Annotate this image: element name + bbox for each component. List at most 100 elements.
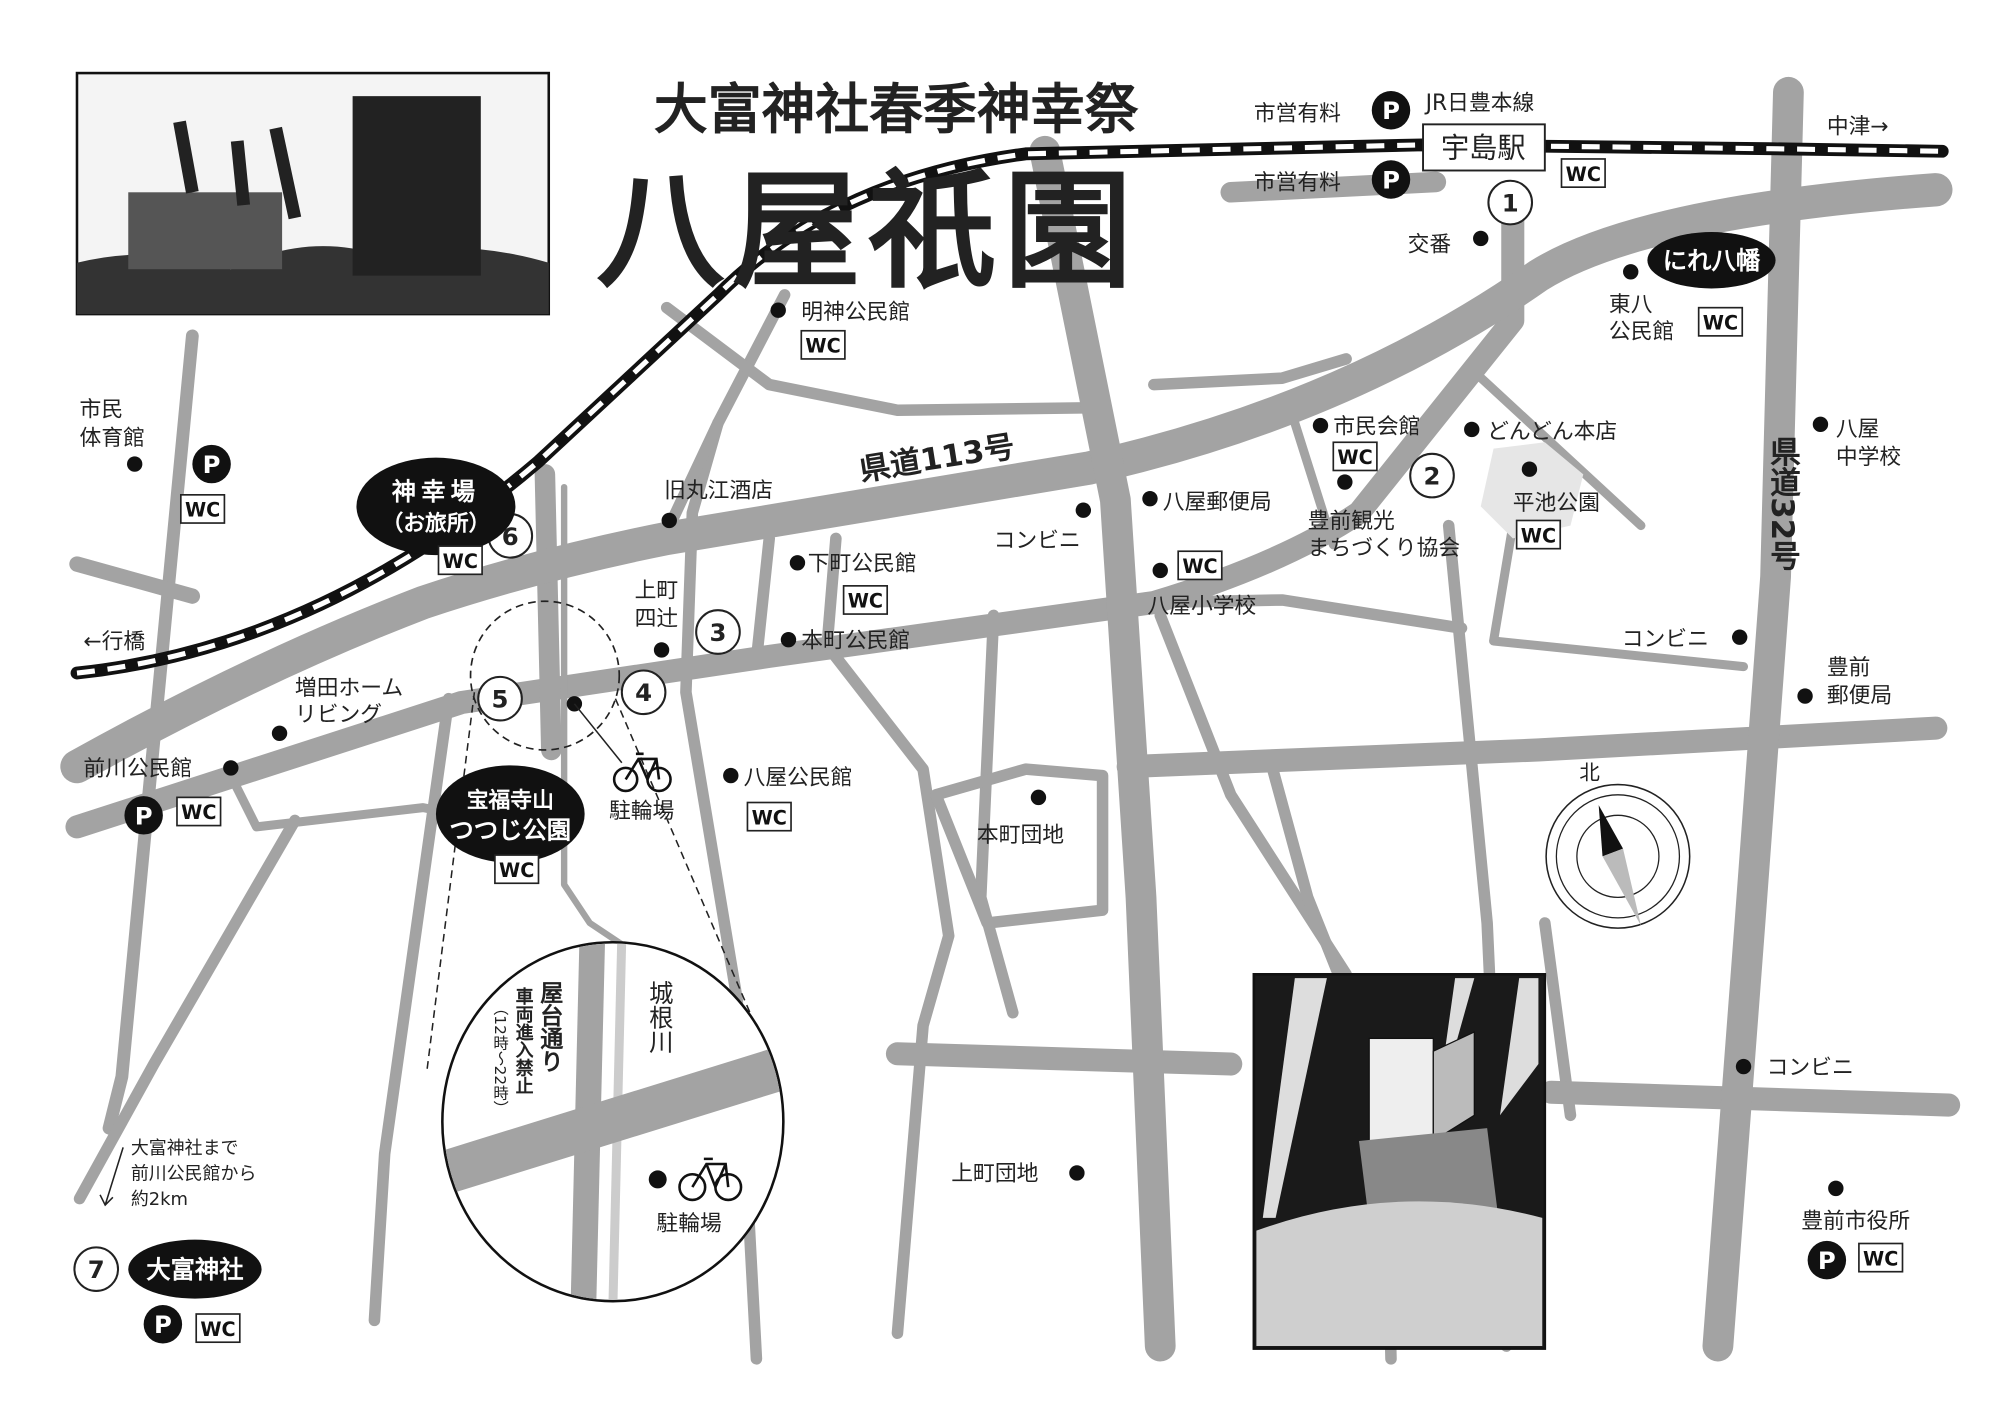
festival-subtitle: 大富神社春季神幸祭 <box>654 78 1139 141</box>
road-thin <box>1469 367 1646 531</box>
location-dot <box>1030 789 1047 806</box>
location-dot <box>723 767 739 784</box>
wc-icon: WC <box>1332 441 1378 472</box>
svg-text:約2km: 約2km <box>131 1189 188 1210</box>
road-thin <box>660 289 791 538</box>
compass-needle-south <box>1602 848 1641 926</box>
location-dot <box>661 512 677 529</box>
svg-text:WC: WC <box>181 801 216 824</box>
svg-text:WC: WC <box>499 859 534 882</box>
wc-icon: WC <box>1560 158 1606 188</box>
landmark-label: 体育館 <box>80 426 145 451</box>
landmark-label: 八屋小学校 <box>1147 594 1256 619</box>
svg-text:4: 4 <box>635 678 652 707</box>
landmark-label: コンビニ <box>1622 627 1709 652</box>
landmark-label: 郵便局 <box>1827 684 1892 709</box>
svg-text:P: P <box>1818 1246 1836 1275</box>
road-prefectural-113 <box>60 173 1953 784</box>
distance-note: 大富神社まで 前川公民館から 約2km <box>99 1138 257 1210</box>
bicycle-icon <box>678 1157 743 1202</box>
svg-text:5: 5 <box>492 685 509 714</box>
road-medium <box>1116 716 1948 779</box>
svg-text:大富神社: 大富神社 <box>146 1255 243 1284</box>
location-dot <box>1812 416 1829 433</box>
point-3[interactable]: 3 <box>695 609 741 655</box>
road-prefectural-32 <box>1702 76 1804 1362</box>
location-dot <box>1337 474 1353 490</box>
svg-text:（お旅所）: （お旅所） <box>381 511 490 537</box>
svg-text:WC: WC <box>848 590 883 613</box>
churinjo-label: 駐輪場 <box>656 1212 721 1237</box>
landmark-label: コンビニ <box>994 528 1081 553</box>
location-dot <box>223 760 239 776</box>
wc-icon: WC <box>842 585 889 615</box>
road-medium <box>65 180 1525 839</box>
landmark-label: 中学校 <box>1836 445 1902 470</box>
point-7[interactable]: 7 <box>73 1246 120 1292</box>
svg-text:WC: WC <box>1863 1247 1898 1270</box>
point-4[interactable]: 4 <box>620 669 667 716</box>
road-thin <box>69 556 201 604</box>
landmark-label: 本町団地 <box>977 823 1064 848</box>
compass: 北 <box>1545 760 1691 929</box>
river-label: 城根川 <box>646 981 675 1054</box>
location-dot <box>780 632 797 648</box>
svg-text:神幸場: 神幸場 <box>392 477 480 506</box>
wc-icon: WC <box>1515 519 1562 550</box>
landmark-label: 下町公民館 <box>808 551 917 576</box>
svg-text:前川公民館から: 前川公民館から <box>131 1163 257 1184</box>
point-2[interactable]: 2 <box>1409 452 1455 499</box>
location-dot <box>1312 417 1329 434</box>
parking-icon: P <box>1807 1240 1847 1280</box>
svg-text:P: P <box>1382 165 1400 194</box>
landmark-label: 八屋公民館 <box>744 766 853 791</box>
landmark-label: 八屋郵便局 <box>1163 490 1272 515</box>
shinkoba-badge[interactable]: 神幸場 （お旅所） <box>356 457 516 556</box>
festival-illustration-top <box>75 71 551 316</box>
road-thin <box>821 532 842 654</box>
road-yatai-dori <box>534 464 562 761</box>
wc-icon: WC <box>437 545 483 576</box>
landmark-label: 市民 <box>80 398 124 423</box>
nire-hachiman-badge[interactable]: にれ八幡 <box>1647 232 1776 289</box>
wc-icon: WC <box>179 494 226 524</box>
landmark-label: コンビニ <box>1767 1055 1854 1080</box>
point-1[interactable]: 1 <box>1487 179 1534 226</box>
road-thin <box>1489 521 1749 672</box>
road-medium <box>885 1042 1243 1076</box>
svg-text:北: 北 <box>1579 760 1600 784</box>
landmark-label: 上町団地 <box>951 1162 1038 1187</box>
tsutsuji-park-badge[interactable]: 宝福寺山 つつじ公園 <box>435 765 585 863</box>
location-dot <box>1828 1180 1844 1197</box>
location-dot <box>1731 629 1748 645</box>
landmark-label: 東八 <box>1609 293 1653 318</box>
location-dot <box>1142 490 1158 507</box>
hiraike-park-area <box>1480 442 1584 539</box>
wc-icon: WC <box>1858 1242 1904 1273</box>
landmark-label: 公民館 <box>1609 319 1674 344</box>
svg-text:2: 2 <box>1424 462 1441 491</box>
landmark-label: 増田ホーム <box>295 676 403 701</box>
zoom-area-circle <box>469 600 621 751</box>
svg-text:P: P <box>154 1310 172 1339</box>
wc-icon: WC <box>494 854 540 885</box>
svg-text:WC: WC <box>1566 163 1601 186</box>
location-dot <box>1623 264 1639 280</box>
omiya-shrine-badge[interactable]: 大富神社 <box>128 1239 262 1299</box>
svg-text:WC: WC <box>752 806 787 829</box>
yukuhashi-direction: ←行橋 <box>83 630 145 655</box>
point-5[interactable]: 5 <box>477 675 523 722</box>
cross-road <box>443 1043 783 1201</box>
landmark-label: 市民会館 <box>1333 414 1420 439</box>
svg-text:1: 1 <box>1502 189 1519 218</box>
wc-icon: WC <box>1177 550 1223 581</box>
location-dot <box>1152 562 1168 579</box>
location-dot <box>1075 502 1092 518</box>
svg-text:WC: WC <box>1182 555 1217 578</box>
location-dot <box>271 725 288 741</box>
wc-icon: WC <box>195 1313 241 1344</box>
landmark-label: 前川公民館 <box>83 757 192 782</box>
landmark-label: 八屋 <box>1836 417 1880 442</box>
location-dot <box>770 302 786 318</box>
